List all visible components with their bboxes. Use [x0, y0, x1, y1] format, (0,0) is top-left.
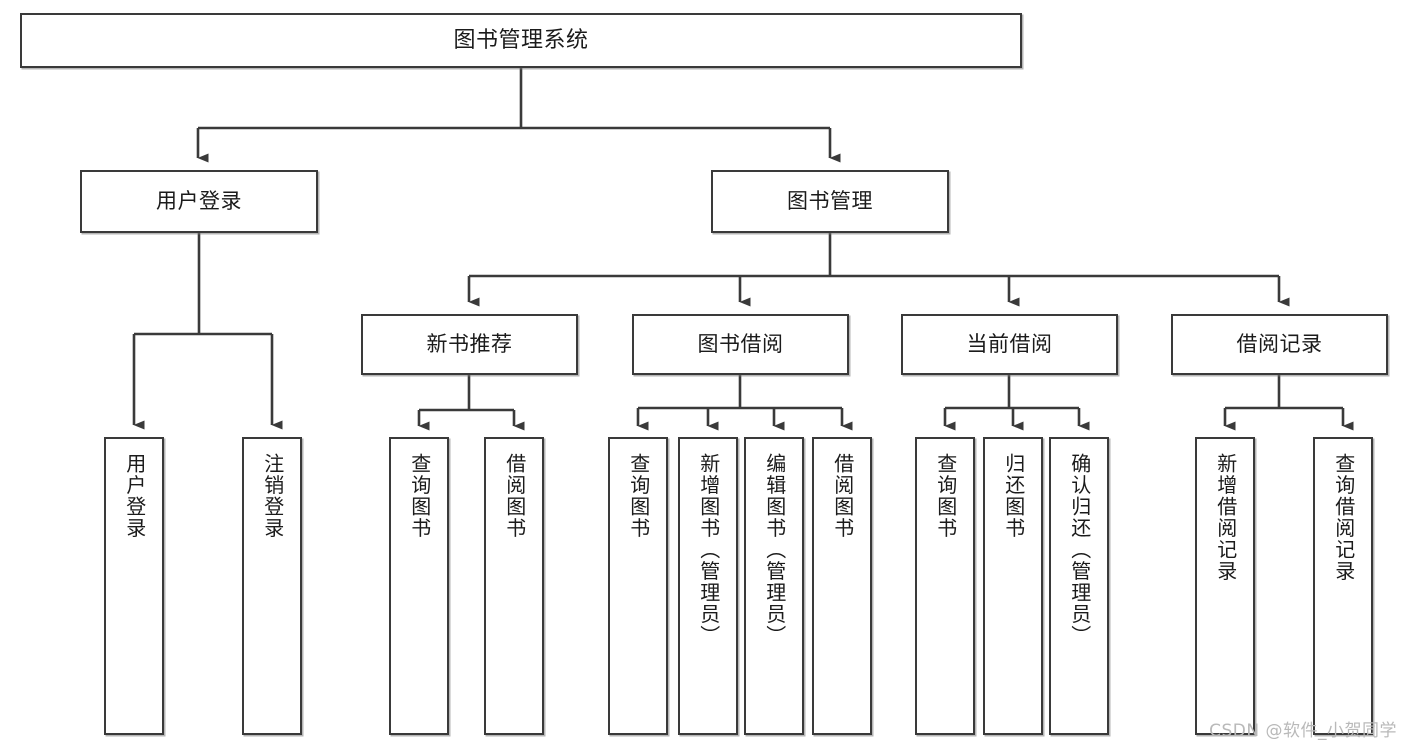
node-label: 图书借阅	[697, 332, 784, 357]
node-leaf-logout-login[interactable]: 注销登录	[242, 437, 302, 735]
node-label: 编辑图书（管理员）	[762, 453, 787, 647]
node-label: 查询图书	[933, 453, 958, 539]
node-leaf-query-book-2[interactable]: 查询图书	[608, 437, 668, 735]
node-label: 借阅图书	[502, 453, 527, 539]
node-borrow-record[interactable]: 借阅记录	[1171, 314, 1388, 375]
node-book-manage[interactable]: 图书管理	[711, 170, 949, 233]
node-new-book-recommend[interactable]: 新书推荐	[361, 314, 578, 375]
csdn-watermark: CSDN @软件_小贺同学	[1209, 721, 1397, 741]
node-root-system[interactable]: 图书管理系统	[20, 13, 1022, 68]
node-leaf-borrow-book-1[interactable]: 借阅图书	[484, 437, 544, 735]
node-leaf-edit-book[interactable]: 编辑图书（管理员）	[744, 437, 804, 735]
node-leaf-query-record[interactable]: 查询借阅记录	[1313, 437, 1373, 735]
node-label: 借阅记录	[1236, 332, 1323, 357]
node-label: 确认归还（管理员）	[1067, 453, 1092, 647]
node-leaf-confirm-return[interactable]: 确认归还（管理员）	[1049, 437, 1109, 735]
node-leaf-query-book-3[interactable]: 查询图书	[915, 437, 975, 735]
node-leaf-user-login[interactable]: 用户登录	[104, 437, 164, 735]
node-label: 注销登录	[260, 453, 285, 539]
node-leaf-add-book[interactable]: 新增图书（管理员）	[678, 437, 738, 735]
node-leaf-return-book[interactable]: 归还图书	[983, 437, 1043, 735]
node-label: 归还图书	[1001, 453, 1026, 539]
node-label: 新书推荐	[426, 332, 513, 357]
node-label: 用户登录	[156, 189, 242, 214]
node-user-login[interactable]: 用户登录	[80, 170, 318, 233]
node-label: 查询图书	[626, 453, 651, 539]
node-label: 查询图书	[407, 453, 432, 539]
node-label: 新增图书（管理员）	[696, 453, 721, 647]
node-leaf-query-book-1[interactable]: 查询图书	[389, 437, 449, 735]
node-leaf-add-record[interactable]: 新增借阅记录	[1195, 437, 1255, 735]
node-leaf-borrow-book-2[interactable]: 借阅图书	[812, 437, 872, 735]
node-book-borrow[interactable]: 图书借阅	[632, 314, 849, 375]
node-label: 查询借阅记录	[1331, 453, 1356, 582]
node-label: 借阅图书	[830, 453, 855, 539]
node-label: 用户登录	[122, 453, 147, 539]
node-label: 图书管理	[787, 189, 873, 214]
node-label: 图书管理系统	[453, 27, 589, 53]
node-current-borrow[interactable]: 当前借阅	[901, 314, 1118, 375]
node-label: 当前借阅	[966, 332, 1053, 357]
node-label: 新增借阅记录	[1213, 453, 1238, 582]
